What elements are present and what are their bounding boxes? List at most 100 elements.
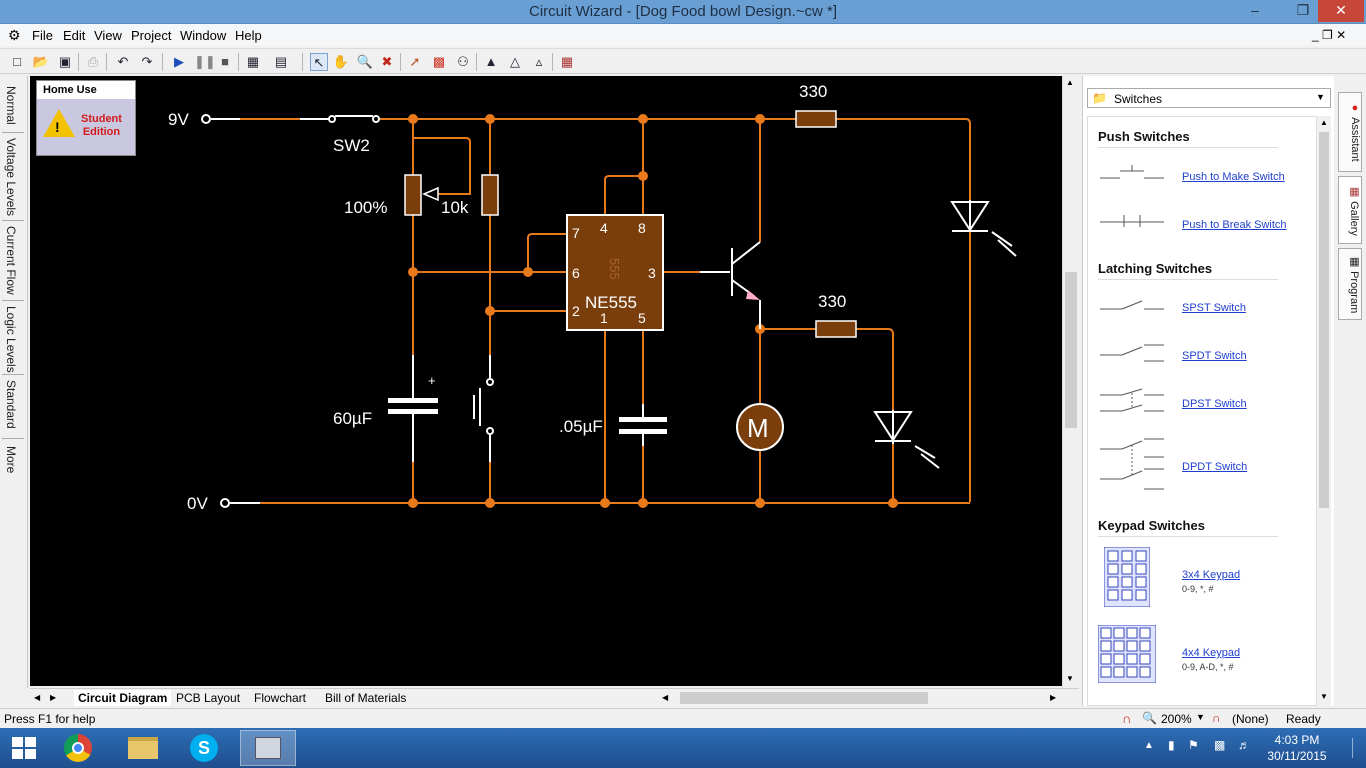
tab-normal[interactable]: Normal	[4, 86, 18, 125]
gallery-item-dpdt[interactable]: DPDT Switch	[1182, 461, 1248, 473]
close-button[interactable]: ✕	[1318, 0, 1364, 22]
redo-icon[interactable]: ↷	[141, 54, 153, 69]
tray-flag-icon[interactable]: ⚑	[1188, 738, 1199, 752]
hscroll-right-icon[interactable]: ▶	[1050, 693, 1057, 702]
menu-edit[interactable]: Edit	[63, 28, 86, 43]
tray-battery-icon[interactable]: ▮	[1168, 738, 1175, 752]
start-icon[interactable]	[12, 737, 36, 759]
apple-icon: ●	[1349, 102, 1361, 115]
print-icon[interactable]: ⎙	[87, 54, 99, 69]
tab-gallery[interactable]: ▦ Gallery	[1338, 176, 1362, 244]
scroll-down-icon[interactable]: ▼	[1066, 674, 1074, 683]
tab-more[interactable]: More	[4, 446, 18, 474]
pot-wiper	[422, 186, 439, 202]
tab-voltage-levels[interactable]: Voltage Levels	[4, 138, 18, 217]
menu-view[interactable]: View	[94, 28, 122, 43]
vertical-scrollbar[interactable]: ▲ ▼	[1062, 76, 1079, 688]
zoom-dropdown-icon[interactable]: ▼	[1196, 712, 1205, 722]
scroll-up-icon[interactable]: ▲	[1066, 78, 1074, 87]
tab-prev-icon[interactable]: ◀	[34, 693, 41, 702]
stop-icon[interactable]: ■	[221, 54, 229, 69]
select-icon[interactable]: ↖	[310, 53, 328, 71]
app-icon[interactable]: ⚙	[8, 27, 21, 43]
status-probe[interactable]: (None)	[1232, 712, 1269, 726]
skype-icon[interactable]: S	[190, 734, 218, 762]
hscroll-left-icon[interactable]: ◀	[662, 693, 669, 702]
pin-6: 6	[572, 265, 580, 281]
people-icon[interactable]: ⚇	[457, 54, 469, 69]
zoom-icon[interactable]: 🔍	[356, 54, 374, 69]
led-top	[950, 201, 1017, 257]
push-button	[473, 378, 494, 435]
undo-icon[interactable]: ↶	[117, 54, 129, 69]
pause-icon[interactable]: ❚❚	[194, 54, 216, 69]
capacitor-05uf	[619, 417, 667, 434]
tab-flowchart[interactable]: Flowchart	[254, 691, 307, 705]
hand-icon[interactable]: ✋	[332, 54, 350, 69]
chrome-icon[interactable]	[64, 734, 92, 762]
minimize-button[interactable]: –	[1251, 2, 1259, 18]
new-icon[interactable]: □	[13, 54, 21, 69]
probe-status-icon[interactable]: ∩	[1212, 711, 1221, 725]
tab-program[interactable]: ▦ Program	[1338, 248, 1362, 320]
tab-standard[interactable]: Standard	[4, 380, 18, 429]
label-plus: +	[428, 373, 436, 388]
menu-project[interactable]: Project	[131, 28, 172, 43]
gallery-item-dpst[interactable]: DPST Switch	[1182, 398, 1247, 410]
side-panel-tabs: ● Assistant ▦ Gallery ▦ Program	[1334, 76, 1366, 706]
gallery-icon[interactable]: ▦	[560, 54, 574, 69]
graph-icon[interactable]: ▩	[432, 54, 446, 69]
tray-chevron-icon[interactable]: ▲	[1144, 740, 1154, 751]
tab-logic-levels[interactable]: Logic Levels	[4, 306, 18, 373]
tab-circuit-diagram[interactable]: Circuit Diagram	[74, 690, 172, 706]
tab-pcb-layout[interactable]: PCB Layout	[176, 691, 241, 705]
badge-line2: Edition	[82, 126, 121, 138]
gallery-item-3x4-keypad[interactable]: 3x4 Keypad	[1182, 569, 1241, 581]
scroll-thumb[interactable]	[1065, 272, 1077, 428]
menu-help[interactable]: Help	[235, 28, 262, 43]
tab-next-icon[interactable]: ▶	[50, 693, 57, 702]
gallery-scrollbar[interactable]: ▲ ▼	[1317, 116, 1331, 706]
flip-icon[interactable]: ▲	[484, 54, 498, 69]
open-icon[interactable]: 📂	[32, 54, 50, 69]
mirror-icon[interactable]: ▵	[535, 54, 543, 69]
gallery-item-spst[interactable]: SPST Switch	[1182, 302, 1246, 314]
tray-network-icon[interactable]: ▩	[1214, 738, 1226, 752]
gallery-item-4x4-keypad[interactable]: 4x4 Keypad	[1182, 647, 1241, 659]
save-icon[interactable]: ▣	[58, 54, 72, 69]
show-desktop-button[interactable]	[1352, 738, 1364, 758]
tray-volume-icon[interactable]: ♬	[1238, 738, 1250, 752]
menu-window[interactable]: Window	[180, 28, 227, 43]
gallery-item-push-to-break[interactable]: Push to Break Switch	[1182, 219, 1287, 231]
chevron-down-icon[interactable]: ▼	[1316, 92, 1325, 102]
label-60uf: 60µF	[333, 409, 372, 428]
gallery-item-push-to-make[interactable]: Push to Make Switch	[1182, 171, 1285, 183]
gallery-scroll-thumb[interactable]	[1319, 132, 1329, 508]
clock[interactable]: 4:03 PM 30/11/2015	[1262, 732, 1332, 764]
menu-file[interactable]: File	[32, 28, 53, 43]
delete-icon[interactable]: ✖	[381, 54, 393, 69]
circuit-canvas[interactable]: Home Use ! Student Edition	[30, 76, 1062, 686]
zoom-icon-status[interactable]: 🔍	[1142, 711, 1157, 725]
category-dropdown[interactable]: 📁 Switches ▼	[1087, 88, 1331, 108]
wires	[240, 118, 971, 504]
mdi-controls[interactable]: _ ❐ ✕	[1312, 28, 1347, 42]
tab-current-flow[interactable]: Current Flow	[4, 226, 18, 295]
rotate-icon[interactable]: △	[510, 54, 520, 69]
layout-icon[interactable]: ▤	[274, 54, 288, 69]
magnet-icon[interactable]: ∩	[1122, 711, 1132, 726]
probe-icon[interactable]: ➚	[409, 54, 421, 69]
file-explorer-icon[interactable]	[128, 737, 158, 759]
tab-assistant[interactable]: ● Assistant	[1338, 92, 1362, 172]
capacitor-60uf	[388, 398, 438, 414]
pin-7: 7	[572, 225, 580, 241]
label-pot: 100%	[344, 198, 387, 217]
play-icon[interactable]: ▶	[174, 54, 184, 69]
restore-button[interactable]: ❐	[1296, 2, 1310, 18]
gallery-item-spdt[interactable]: SPDT Switch	[1182, 350, 1247, 362]
tab-bill-of-materials[interactable]: Bill of Materials	[325, 691, 407, 705]
status-zoom[interactable]: 200%	[1161, 712, 1192, 726]
hscroll-thumb[interactable]	[680, 692, 928, 704]
circuit-wizard-taskbar-button[interactable]	[240, 730, 296, 766]
component-icon[interactable]: ▦	[246, 54, 260, 69]
